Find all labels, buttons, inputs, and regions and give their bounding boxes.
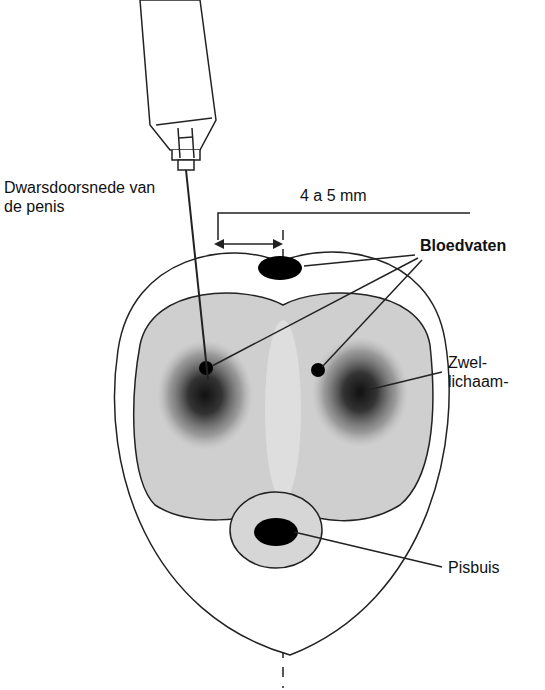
septum — [265, 320, 301, 500]
penis-outline — [114, 252, 449, 655]
leader-lines — [212, 255, 442, 567]
erectile-body-right — [312, 337, 408, 447]
urethra-body — [230, 492, 322, 568]
dorsal-vessel — [258, 256, 302, 280]
section-title: Dwarsdoorsnede van de penis — [4, 178, 164, 216]
urethra — [254, 518, 298, 546]
corpora-region — [134, 293, 433, 521]
dimension-label: 4 a 5 mm — [300, 186, 450, 205]
part-label: Bloedvaten — [420, 236, 540, 255]
part-label: Pisbuis — [448, 558, 538, 577]
part-label: Zwel- lichaam- — [448, 353, 510, 391]
